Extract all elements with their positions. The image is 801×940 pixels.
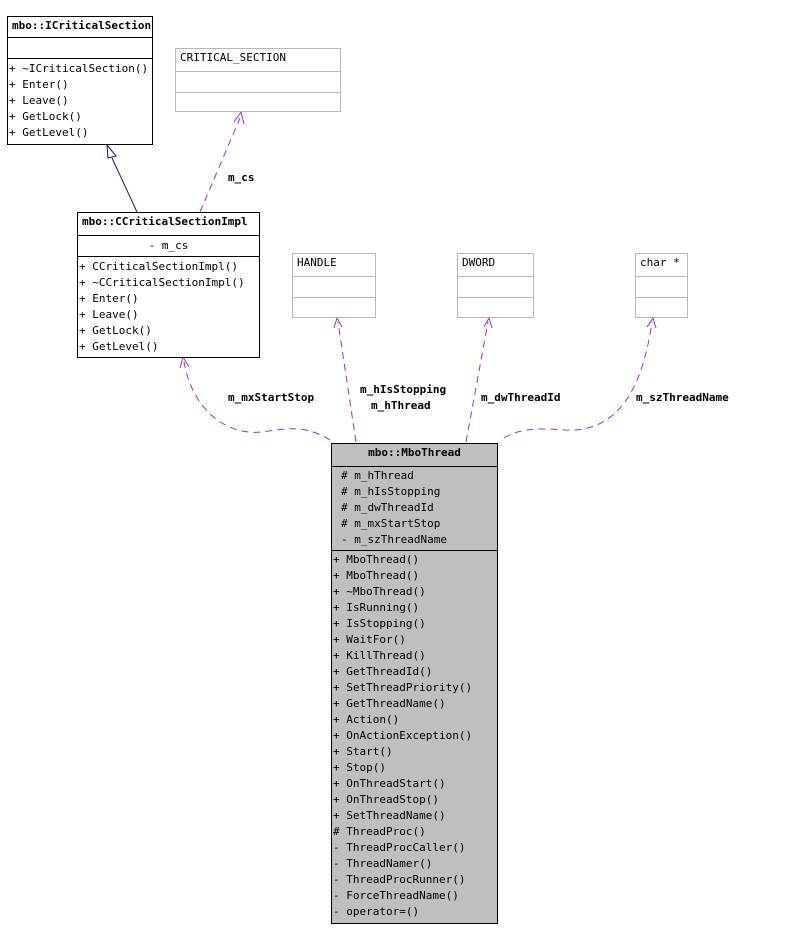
method-item: + OnActionException() bbox=[333, 729, 473, 742]
attribute-item: - m_cs bbox=[148, 239, 189, 252]
method-item: + Stop() bbox=[333, 761, 386, 774]
method-item: - ForceThreadName() bbox=[333, 889, 459, 902]
class-dword[interactable]: DWORD bbox=[457, 253, 534, 318]
method-item: + GetThreadName() bbox=[333, 697, 446, 710]
method-item: + SetThreadName() bbox=[333, 809, 446, 822]
method-item: + GetLock() bbox=[9, 110, 82, 123]
class-critical-section[interactable]: CRITICAL_SECTION bbox=[175, 48, 341, 112]
methods-section bbox=[293, 297, 375, 317]
class-title: CRITICAL_SECTION bbox=[180, 51, 286, 64]
method-item: # ThreadProc() bbox=[333, 825, 426, 838]
class-ccriticalsectionimpl[interactable]: mbo::CCriticalSectionImpl - m_cs + CCrit… bbox=[77, 212, 260, 358]
method-item: + GetThreadId() bbox=[333, 665, 433, 678]
edge-m-szthreadname bbox=[503, 321, 653, 439]
edge-label-m-dwthreadid: m_dwThreadId bbox=[481, 391, 561, 404]
attribute-item: # m_hIsStopping bbox=[341, 485, 441, 498]
attribute-item: # m_dwThreadId bbox=[341, 501, 434, 514]
edge-label-m-mxstartstop: m_mxStartStop bbox=[228, 391, 315, 404]
attributes-section bbox=[636, 276, 687, 297]
edge-m-szthreadname-arrowhead bbox=[646, 316, 657, 329]
attribute-item: - m_szThreadName bbox=[341, 533, 447, 546]
attributes-section: - m_cs bbox=[78, 235, 259, 256]
edge-m-dwthreadid bbox=[465, 321, 489, 443]
edge-m-handle bbox=[337, 321, 357, 443]
methods-section bbox=[176, 92, 340, 111]
edge-m-cs-arrowhead bbox=[233, 110, 245, 125]
class-title: HANDLE bbox=[297, 256, 337, 269]
method-item: + OnThreadStart() bbox=[333, 777, 446, 790]
method-item: + GetLock() bbox=[79, 324, 152, 337]
class-title: mbo::ICriticalSection bbox=[12, 19, 152, 32]
methods-section bbox=[636, 297, 687, 317]
edge-m-mxstartstop bbox=[183, 361, 331, 441]
attributes-section bbox=[293, 276, 375, 297]
method-item: + Enter() bbox=[9, 78, 69, 91]
method-item: + GetLevel() bbox=[9, 126, 89, 139]
inheritance-arrowhead bbox=[106, 143, 117, 159]
methods-section: + CCriticalSectionImpl() + ~CCriticalSect… bbox=[78, 256, 259, 355]
class-title: mbo::MboThread bbox=[368, 446, 461, 459]
method-item: + GetLevel() bbox=[79, 340, 159, 353]
attributes-section bbox=[458, 276, 533, 297]
methods-section bbox=[458, 297, 533, 317]
method-item: + Enter() bbox=[79, 292, 139, 305]
attribute-item: # m_mxStartStop bbox=[341, 517, 441, 530]
method-item: + Leave() bbox=[9, 94, 69, 107]
edge-m-cs bbox=[199, 117, 241, 213]
method-item: + SetThreadPriority() bbox=[333, 681, 473, 694]
class-icriticalsection[interactable]: mbo::ICriticalSection + ~ICriticalSectio… bbox=[7, 16, 153, 145]
method-item: + MboThread() bbox=[333, 553, 420, 566]
method-item: + ~ICriticalSection() bbox=[9, 62, 149, 75]
edge-label-m-hthread: m_hThread bbox=[371, 399, 431, 412]
method-item: + Start() bbox=[333, 745, 393, 758]
method-item: + ~CCriticalSectionImpl() bbox=[79, 276, 245, 289]
method-item: + IsRunning() bbox=[333, 601, 420, 614]
edge-label-m-cs: m_cs bbox=[228, 171, 255, 184]
method-item: - ThreadProcRunner() bbox=[333, 873, 466, 886]
class-mbothread[interactable]: mbo::MboThread # m_hThread# m_hIsStoppin… bbox=[331, 443, 498, 924]
method-item: + CCriticalSectionImpl() bbox=[79, 260, 238, 273]
method-item: + OnThreadStop() bbox=[333, 793, 439, 806]
method-item: - ThreadProcCaller() bbox=[333, 841, 466, 854]
method-item: - ThreadNamer() bbox=[333, 857, 433, 870]
attributes-section bbox=[176, 71, 340, 92]
class-char-pointer[interactable]: char * bbox=[635, 253, 688, 318]
edge-m-dwthreadid-arrowhead bbox=[483, 316, 493, 329]
attributes-section: # m_hThread # m_hIsStopping # m_dwThreadId… bbox=[332, 466, 497, 550]
method-item: + WaitFor() bbox=[333, 633, 406, 646]
attributes-section bbox=[8, 37, 152, 58]
edge-m-handle-arrowhead bbox=[333, 316, 343, 329]
class-title: char * bbox=[640, 256, 680, 269]
class-title: DWORD bbox=[462, 256, 496, 269]
class-handle[interactable]: HANDLE bbox=[292, 253, 376, 318]
class-title: mbo::CCriticalSectionImpl bbox=[82, 215, 248, 228]
method-item: - operator=() bbox=[333, 905, 420, 918]
method-item: + Leave() bbox=[79, 308, 139, 321]
edge-inheritance bbox=[111, 157, 138, 213]
methods-section: + MboThread() + MboThread() + ~MboThread()… bbox=[332, 550, 497, 920]
method-item: + Action() bbox=[333, 713, 400, 726]
method-item: + ~MboThread() bbox=[333, 585, 426, 598]
method-item: + MboThread() bbox=[333, 569, 420, 582]
method-item: + KillThread() bbox=[333, 649, 426, 662]
method-item: + IsStopping() bbox=[333, 617, 426, 630]
attribute-item: # m_hThread bbox=[341, 469, 414, 482]
methods-section: + ~ICriticalSection() + Enter() + Leave() +… bbox=[8, 58, 152, 141]
edge-label-m-szthreadname: m_szThreadName bbox=[636, 391, 729, 404]
edge-label-m-hisstopping: m_hIsStopping bbox=[360, 383, 447, 396]
